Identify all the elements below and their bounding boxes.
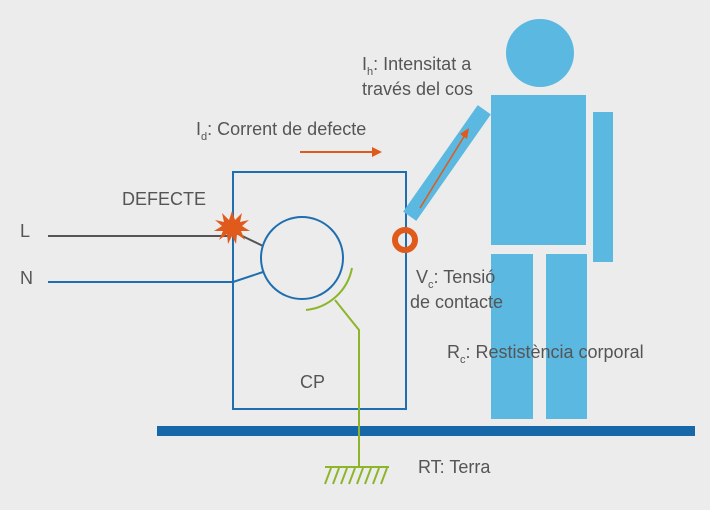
neutral-wire (232, 271, 264, 283)
body-current-label-line2: través del cos (362, 79, 473, 99)
person-torso (491, 95, 586, 245)
earth-shield-arc (305, 267, 353, 311)
fault-label: DEFECTE (122, 189, 206, 209)
body-current-label: Ih: Intensitat a (362, 54, 472, 78)
fault-current-label: Id: Corrent de defecte (196, 119, 366, 143)
fault-spark-icon (214, 211, 250, 244)
earth-conductor (334, 299, 360, 466)
arrow-head-icon (460, 128, 469, 139)
person-head (506, 19, 574, 87)
contact-voltage-label-line2: de contacte (410, 292, 503, 312)
equipment-label-cp: CP (300, 372, 325, 392)
line-l-label: L (20, 221, 30, 241)
person-left-leg (491, 254, 533, 419)
person-right-arm (593, 112, 613, 262)
contact-point-ring (392, 227, 418, 253)
person-right-leg (546, 254, 587, 419)
ground-floor-bar (157, 426, 695, 436)
line-n-label: N (20, 268, 33, 288)
arrow-head-icon (372, 147, 382, 157)
body-current-arrow (419, 134, 466, 209)
body-resistance-label: Rc: Restistència corporal (447, 342, 644, 366)
earth-ground-icon (324, 466, 389, 485)
person-figure (403, 19, 613, 419)
earth-label: RT: Terra (418, 457, 491, 477)
motor-circle (260, 216, 344, 300)
equipment-enclosure-cp (232, 171, 407, 410)
contact-voltage-label: Vc: Tensió (416, 267, 495, 291)
